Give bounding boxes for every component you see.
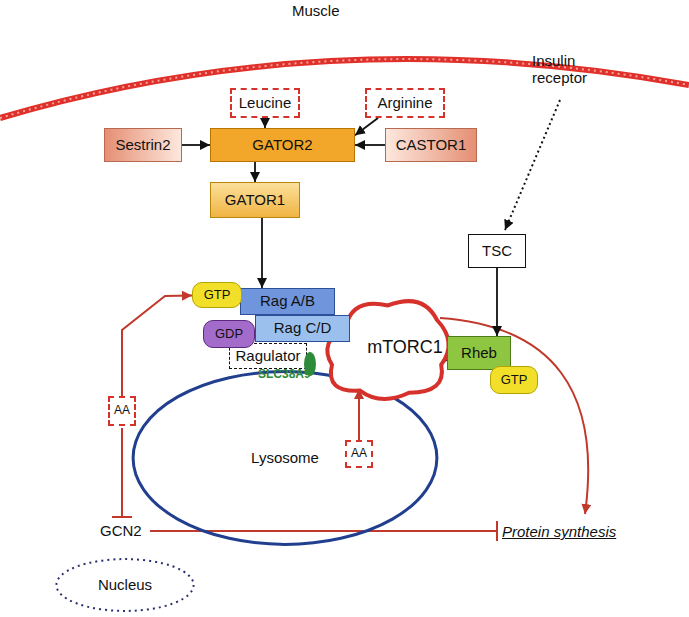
node-text: GDP [215, 327, 243, 341]
connector-arrow [496, 268, 498, 336]
mtorc1-synthesis-arrow [440, 318, 588, 514]
region-label: Muscle [292, 2, 340, 19]
node-text: Rag C/D [274, 320, 332, 337]
mtorc1-complex: mTORC1 [318, 292, 458, 404]
tsc-box: TSC [468, 234, 526, 268]
connector-arrow [254, 162, 256, 182]
node-text: GATOR2 [252, 137, 312, 154]
insulin-signal-line [505, 100, 560, 230]
muscle-membrane-texture [0, 59, 689, 118]
node-text: Lysosome [251, 450, 319, 467]
sensor-box: CASTOR1 [385, 128, 477, 162]
complex-box: GATOR1 [210, 182, 300, 218]
outcome-label: Protein synthesis [502, 523, 616, 540]
kinase-label: GCN2 [100, 522, 142, 539]
connector-arrow [182, 144, 210, 146]
slc38a9-symbol [300, 350, 320, 378]
node-text: Rheb [461, 345, 497, 362]
amino-acid-box: AA [345, 440, 373, 468]
connector-arrow [261, 218, 263, 288]
node-text: Arginine [377, 95, 432, 112]
amino-acid-box: AA [108, 396, 136, 426]
node-text: CASTOR1 [396, 137, 467, 154]
node-text: GTP [501, 373, 528, 387]
connector-arrow [355, 118, 378, 135]
gcn2-inhibition-line [112, 428, 132, 517]
node-text: mTORC1 [367, 338, 443, 358]
node-text: GATOR1 [225, 192, 285, 209]
gtpase-box: Rag C/D [255, 315, 350, 342]
node-text: Ragulator [235, 348, 300, 365]
node-text: Rag A/B [260, 293, 315, 310]
nucleotide-badge: GDP [203, 320, 255, 348]
node-text: Leucine [239, 95, 292, 112]
amino-acid-box: Arginine [365, 88, 445, 118]
node-text: AA [114, 404, 130, 417]
node-text: GTP [204, 288, 231, 302]
node-text: TSC [482, 243, 512, 260]
node-text: AA [351, 447, 367, 460]
rheb-box: Rheb [447, 336, 511, 370]
connector-arrow [355, 144, 385, 146]
transporter-label: SLC38A9 [258, 368, 311, 382]
connector-arrow [122, 296, 192, 397]
node-text: Sestrin2 [115, 137, 170, 154]
nucleus: Nucleus [55, 558, 195, 612]
muscle-membrane [0, 59, 689, 118]
nucleus-path [56, 559, 193, 611]
nucleotide-badge: GTP [490, 366, 538, 394]
mtorc1-complex-path [327, 301, 448, 399]
amino-acid-box: Leucine [230, 88, 300, 118]
lysosome-path [133, 372, 437, 545]
connector-arrow [358, 389, 360, 440]
receptor-label: Insulin receptor [532, 52, 610, 87]
node-text: Nucleus [98, 577, 152, 594]
nucleotide-badge: GTP [192, 282, 242, 308]
complex-box: GATOR2 [210, 128, 355, 162]
gtpase-box: Rag A/B [240, 288, 335, 315]
connector-arrow [264, 118, 266, 128]
sensor-box: Sestrin2 [104, 128, 182, 162]
